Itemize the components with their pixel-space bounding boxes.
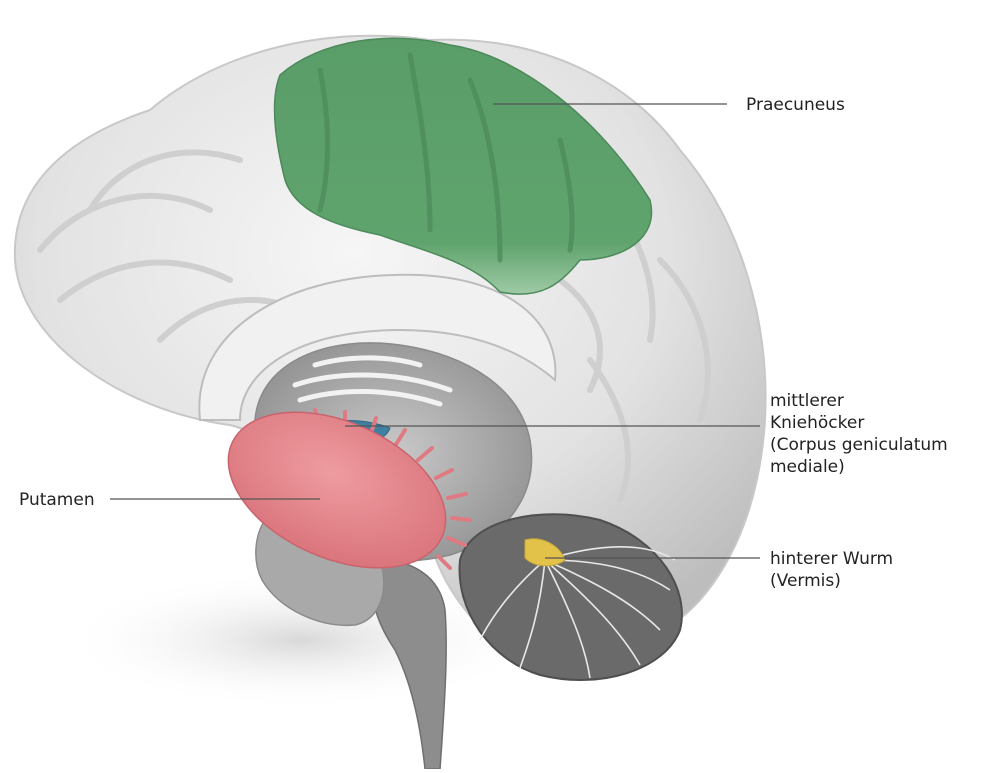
label-vermis: hinterer Wurm (Vermis) [770, 548, 893, 592]
label-corpus-geniculatum-mediale: mittlerer Kniehöcker (Corpus geniculatum… [770, 390, 948, 478]
label-praecuneus: Praecuneus [746, 94, 845, 116]
label-putamen: Putamen [19, 489, 95, 511]
